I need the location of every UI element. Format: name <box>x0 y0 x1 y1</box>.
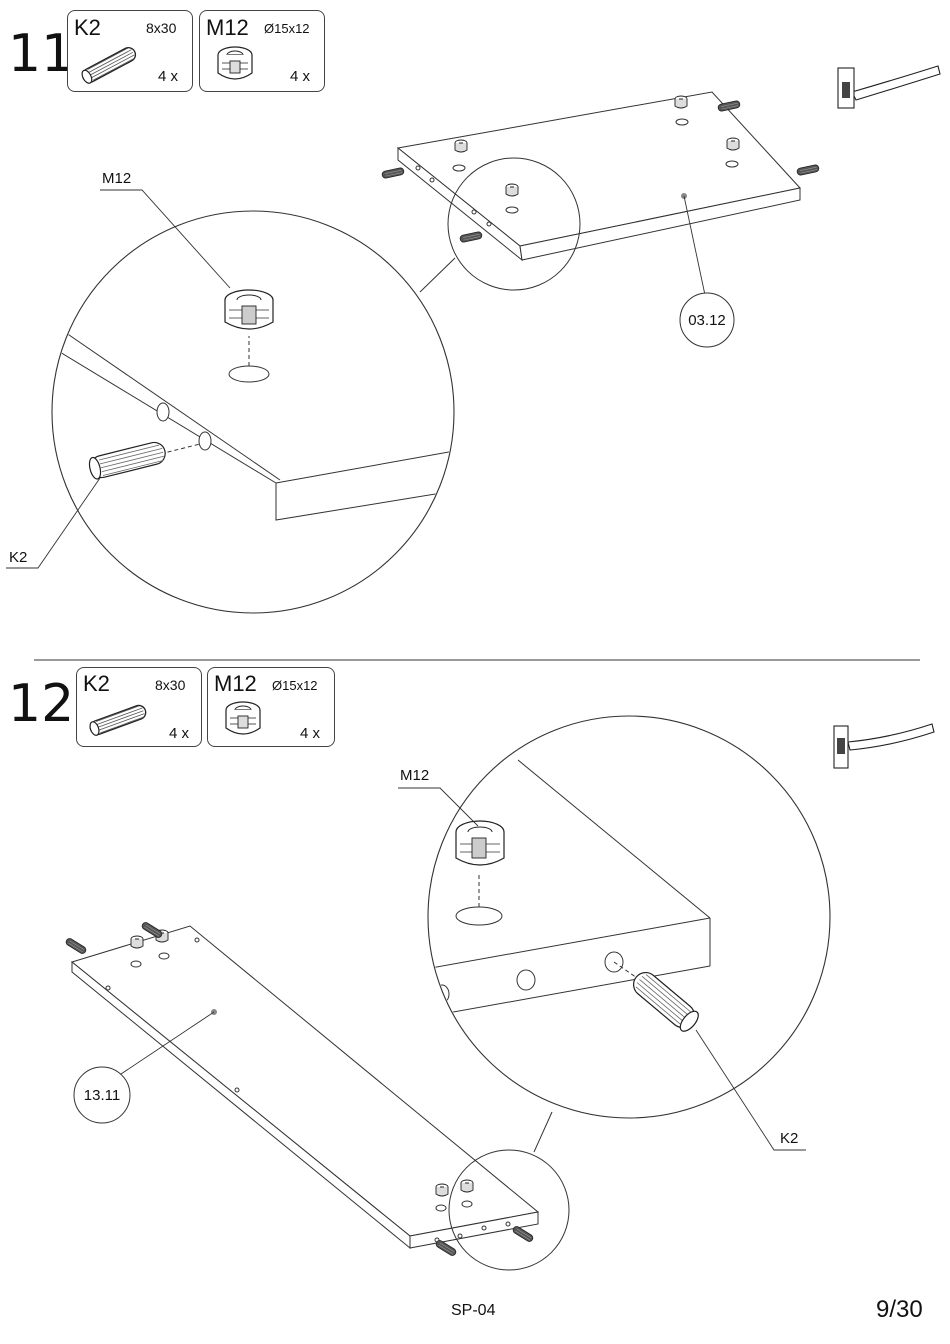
detail-zoom-step12 <box>398 716 830 1150</box>
panel-ref-label: 03.12 <box>680 313 734 328</box>
detail-zoom-step11 <box>6 190 734 613</box>
callout-label-m12: M12 <box>400 768 429 783</box>
callout-label-k2: K2 <box>780 1131 798 1146</box>
callout-label-k2: K2 <box>9 550 27 565</box>
callout-label-m12: M12 <box>102 171 131 186</box>
page-number: 9/30 <box>876 1296 923 1324</box>
panel-03-12 <box>382 92 820 295</box>
document-code: SP-04 <box>451 1302 495 1320</box>
panel-ref-label: 13.11 <box>74 1088 130 1103</box>
hammer-icon <box>838 66 940 108</box>
hammer-icon <box>834 724 934 768</box>
